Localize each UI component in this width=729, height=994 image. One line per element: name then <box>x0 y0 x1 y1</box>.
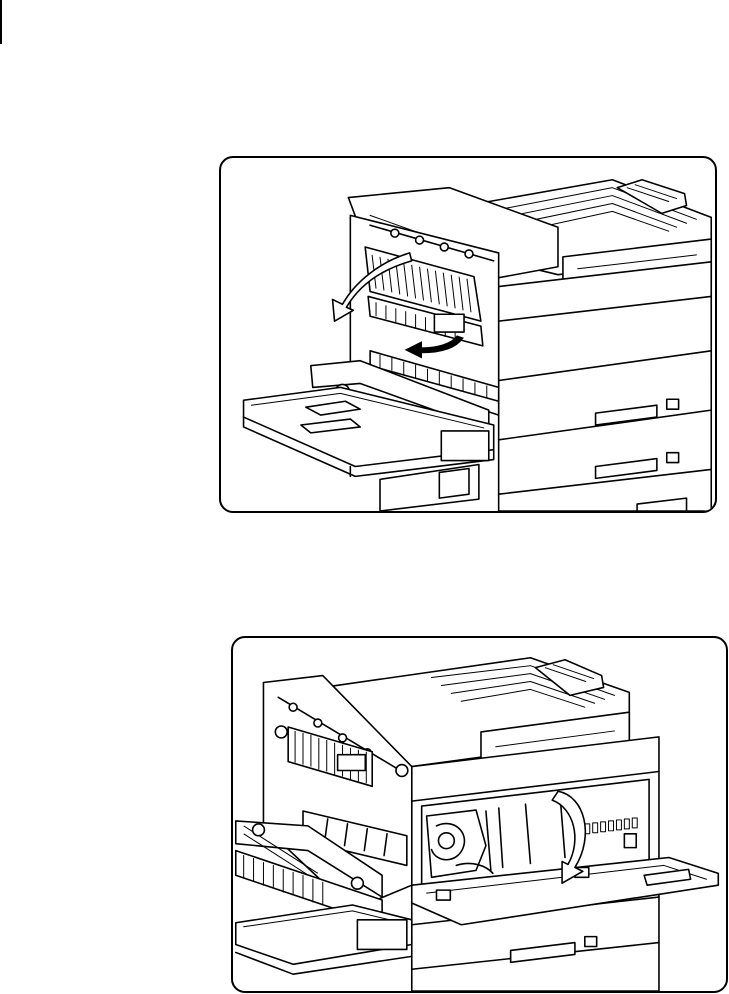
illustration-frame-upper <box>219 156 717 513</box>
margin-rule <box>0 0 2 44</box>
printer-illustration-front-cover <box>233 638 726 991</box>
multipurpose-tray <box>236 905 412 974</box>
printer-body <box>499 262 712 511</box>
illustration-frame-lower <box>231 636 728 993</box>
printer-illustration-fuser <box>221 158 715 511</box>
